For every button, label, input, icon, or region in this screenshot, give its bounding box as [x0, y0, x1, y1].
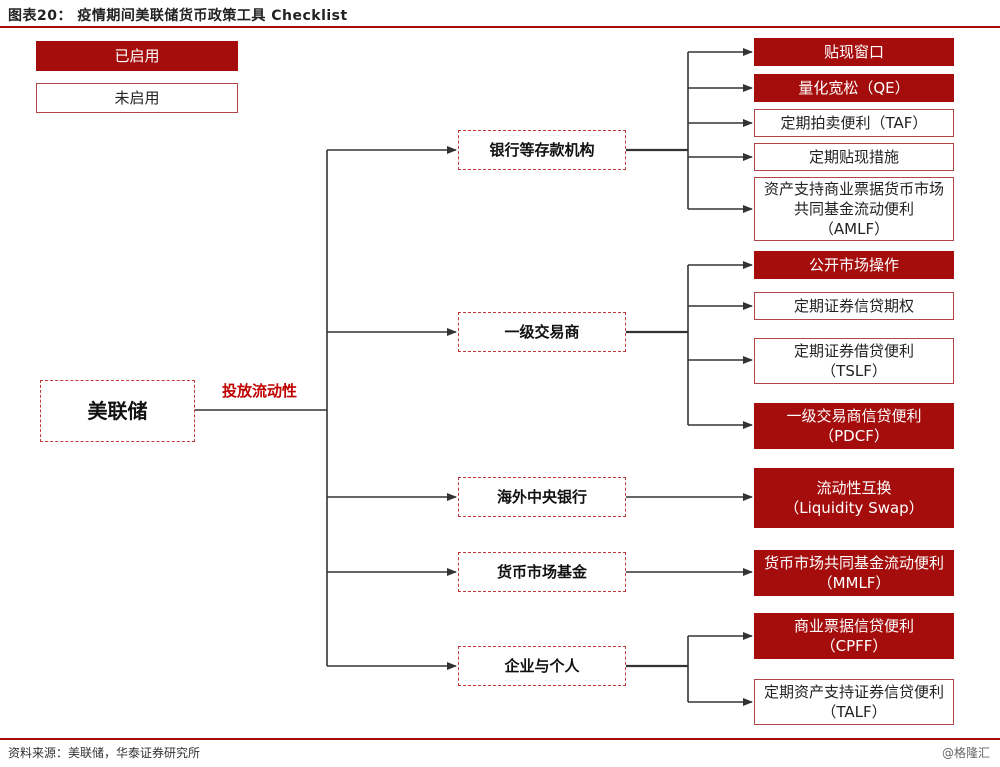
footer-rule [0, 738, 1000, 740]
header-rule [0, 26, 1000, 28]
category-money-market-funds: 货币市场基金 [458, 552, 626, 592]
tool-term-discount: 定期贴现措施 [754, 143, 954, 171]
tool-pdcf: 一级交易商信贷便利（PDCF） [754, 403, 954, 449]
legend-disabled: 未启用 [36, 83, 238, 113]
tool-tsl-options: 定期证券信贷期权 [754, 292, 954, 320]
tool-liquidity-swap: 流动性互换（Liquidity Swap） [754, 468, 954, 528]
figure-header: 图表20： 疫情期间美联储货币政策工具 Checklist [0, 0, 1000, 28]
category-primary-dealers: 一级交易商 [458, 312, 626, 352]
tool-mmlf: 货币市场共同基金流动便利（MMLF） [754, 550, 954, 596]
tool-qe: 量化宽松（QE） [754, 74, 954, 102]
tool-tslf: 定期证券借贷便利（TSLF） [754, 338, 954, 384]
category-corporates-individuals: 企业与个人 [458, 646, 626, 686]
root-node: 美联储 [40, 380, 195, 442]
tool-amlf: 资产支持商业票据货币市场共同基金流动便利（AMLF） [754, 177, 954, 241]
flow-label: 投放流动性 [222, 382, 298, 400]
watermark: @格隆汇 [941, 746, 990, 760]
category-banks: 银行等存款机构 [458, 130, 626, 170]
tool-discount-window: 贴现窗口 [754, 38, 954, 66]
tool-talf: 定期资产支持证券信贷便利（TALF） [754, 679, 954, 725]
tool-cpff: 商业票据信贷便利（CPFF） [754, 613, 954, 659]
tool-taf: 定期拍卖便利（TAF） [754, 109, 954, 137]
category-foreign-central-banks: 海外中央银行 [458, 477, 626, 517]
source-note: 资料来源：美联储，华泰证券研究所 [8, 746, 201, 760]
legend-enabled: 已启用 [36, 41, 238, 71]
figure-title: 图表20： 疫情期间美联储货币政策工具 Checklist [8, 8, 348, 24]
tool-open-market-ops: 公开市场操作 [754, 251, 954, 279]
